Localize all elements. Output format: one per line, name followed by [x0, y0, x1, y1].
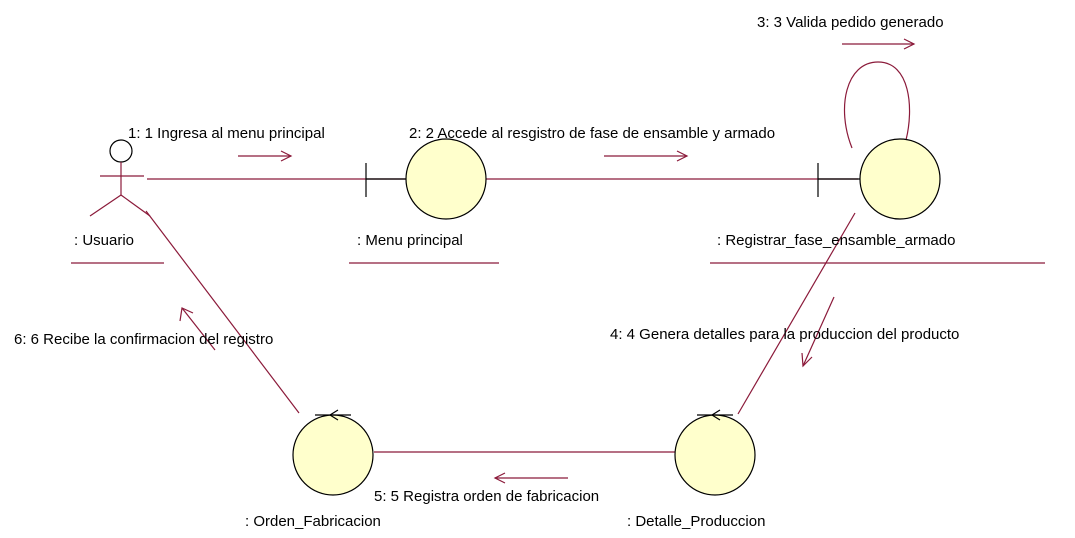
message-arrow-6 [179, 307, 216, 351]
menu-principal-label: : Menu principal [357, 232, 463, 249]
registrar-label: : Registrar_fase_ensamble_armado [717, 232, 955, 249]
message-arrow-4 [801, 296, 835, 368]
entity-detalle-produccion-icon[interactable] [674, 409, 756, 496]
message-label-5: 5: 5 Registra orden de fabricacion [374, 488, 599, 505]
link-registrar-self [843, 61, 911, 149]
actor-usuario-icon[interactable] [89, 139, 151, 217]
message-arrow-3 [842, 38, 916, 50]
actor-usuario-label: : Usuario [74, 232, 134, 249]
boundary-registrar-icon[interactable] [817, 138, 941, 220]
link-registrar-detalle [737, 212, 856, 415]
message-arrow-1 [238, 150, 293, 162]
link-orden-usuario [145, 210, 300, 414]
message-label-3: 3: 3 Valida pedido generado [757, 14, 944, 31]
message-label-4: 4: 4 Genera detalles para la produccion … [610, 326, 959, 343]
entity-orden-fabricacion-icon[interactable] [292, 409, 374, 496]
message-label-6: 6: 6 Recibe la confirmacion del registro [14, 331, 273, 348]
message-arrow-5 [493, 472, 568, 484]
message-label-1: 1: 1 Ingresa al menu principal [128, 125, 325, 142]
message-arrow-2 [604, 150, 689, 162]
detalle-produccion-label: : Detalle_Produccion [627, 513, 765, 530]
orden-fabricacion-label: : Orden_Fabricacion [245, 513, 381, 530]
message-label-2: 2: 2 Accede al resgistro de fase de ensa… [409, 125, 775, 142]
boundary-menu-principal-icon[interactable] [365, 138, 487, 220]
